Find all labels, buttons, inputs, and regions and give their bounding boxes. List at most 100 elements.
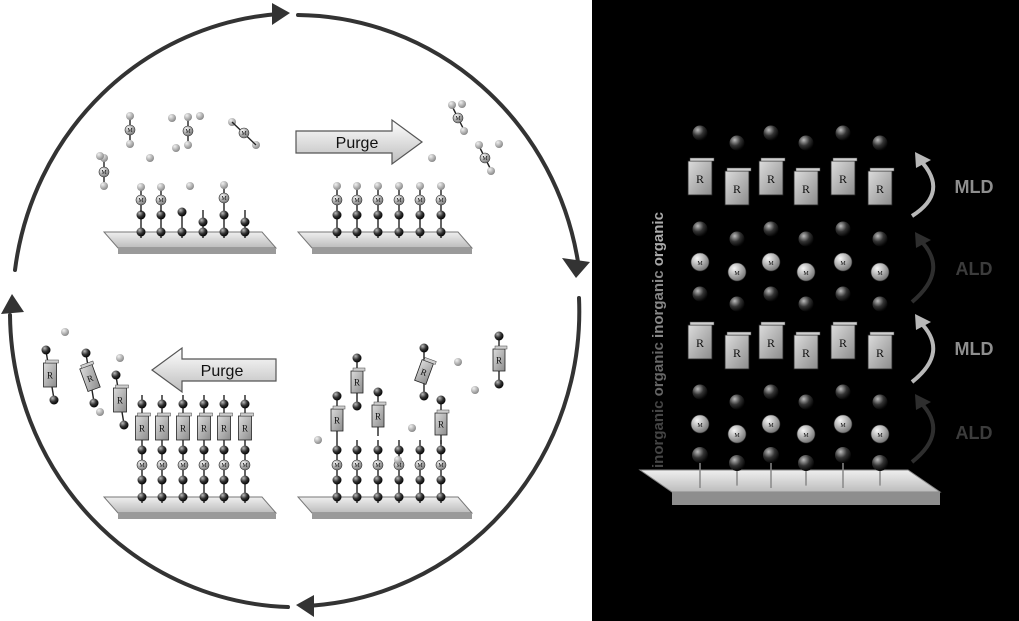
organic-block: R — [155, 412, 171, 441]
substrate-bottom-right — [296, 496, 474, 514]
metal-atom-label: M — [697, 261, 703, 267]
metal-atom — [98, 166, 110, 178]
substrate-top-left-edge — [118, 248, 276, 254]
atom — [111, 370, 121, 380]
side-arrow-mld-top — [910, 158, 936, 218]
metal-atom — [796, 262, 816, 282]
atom — [798, 455, 814, 471]
metal-atom — [198, 459, 210, 471]
organic-block: R — [113, 384, 129, 413]
atom — [157, 399, 167, 409]
metal-atom-label: M — [455, 116, 461, 122]
atom — [373, 492, 383, 502]
cycle-arc-top-right — [296, 13, 580, 264]
atom — [373, 387, 383, 397]
atom — [333, 182, 341, 190]
metal-atom-label: M — [158, 198, 164, 204]
atom — [692, 384, 708, 400]
metal-atom — [182, 125, 194, 137]
organic-block: R — [414, 357, 437, 385]
atom — [835, 384, 851, 400]
atom — [729, 394, 745, 410]
organic-block: R — [758, 321, 786, 360]
atom — [415, 210, 425, 220]
metal-atom-label: M — [803, 433, 809, 439]
atom — [332, 445, 342, 455]
metal-atom-label: M — [354, 463, 360, 469]
metal-atom-label: M — [354, 198, 360, 204]
organic-block-label: R — [117, 396, 123, 406]
metal-atom — [727, 424, 747, 444]
atom — [729, 296, 745, 312]
atom — [116, 354, 124, 362]
atom — [219, 445, 229, 455]
atom — [89, 398, 99, 408]
atom — [178, 492, 188, 502]
substrate-bottom-right-edge — [312, 513, 472, 519]
atom — [692, 221, 708, 237]
metal-atom-label: M — [734, 433, 740, 439]
atom — [454, 358, 462, 366]
organic-block-label: R — [839, 336, 847, 350]
atom — [373, 475, 383, 485]
metal-atom-label: M — [768, 423, 774, 429]
atom — [119, 420, 129, 430]
atom — [692, 125, 708, 141]
organic-block: R — [492, 345, 508, 372]
atom — [436, 475, 446, 485]
metal-atom — [155, 194, 167, 206]
atom — [475, 141, 483, 149]
atom — [692, 447, 708, 463]
metal-atom — [372, 459, 384, 471]
organic-block: R — [238, 412, 254, 441]
atom — [692, 286, 708, 302]
metal-atom-label: M — [417, 198, 423, 204]
side-label-ald-bottom: ALD — [956, 423, 993, 443]
metal-atom — [796, 424, 816, 444]
atom — [100, 182, 108, 190]
atom — [186, 182, 194, 190]
metal-atom-label: M — [127, 128, 133, 134]
atom — [835, 286, 851, 302]
atom — [436, 210, 446, 220]
metal-atom-label: M — [734, 271, 740, 277]
atom — [178, 475, 188, 485]
atom — [178, 445, 188, 455]
vertical-label-organic-1: organic — [650, 342, 667, 396]
metal-atom — [136, 459, 148, 471]
atom — [219, 210, 229, 220]
metal-atom — [218, 459, 230, 471]
metal-atom — [833, 414, 853, 434]
organic-block: R — [867, 167, 895, 206]
atom — [240, 399, 250, 409]
metal-atom — [870, 424, 890, 444]
organic-block-label: R — [696, 336, 704, 350]
atom — [199, 445, 209, 455]
organic-block: R — [371, 401, 387, 428]
metal-atom — [135, 194, 147, 206]
atom — [352, 210, 362, 220]
metal-atom-label: M — [221, 463, 227, 469]
atom — [763, 384, 779, 400]
atom — [415, 227, 425, 237]
atom — [872, 455, 888, 471]
atom — [177, 227, 187, 237]
atom — [314, 436, 322, 444]
atom — [798, 231, 814, 247]
organic-block-label: R — [496, 355, 502, 365]
atom — [436, 227, 446, 237]
atom — [198, 217, 208, 227]
organic-block-label: R — [354, 377, 360, 387]
organic-block-label: R — [419, 367, 428, 378]
atom — [168, 114, 176, 122]
metal-atom — [727, 262, 747, 282]
atom — [729, 135, 745, 151]
metal-atom-label: M — [139, 463, 145, 469]
atom — [416, 182, 424, 190]
atom — [415, 445, 425, 455]
organic-block-label: R — [733, 346, 741, 360]
metal-atom-label: M — [417, 463, 423, 469]
organic-block-label: R — [876, 346, 884, 360]
metal-atom-label: M — [185, 129, 191, 135]
